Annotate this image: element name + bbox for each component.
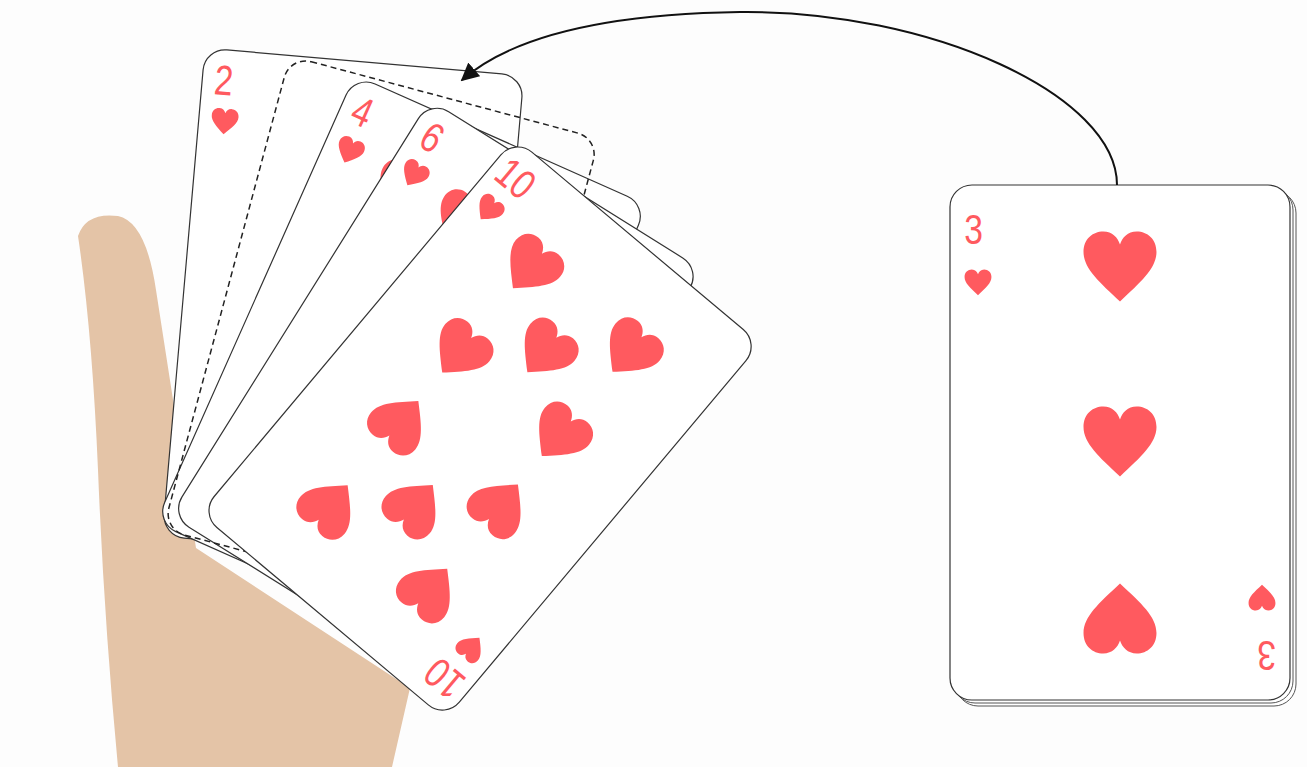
card-rank: 6 <box>413 115 451 161</box>
card-rank: 4 <box>345 89 379 135</box>
card-ten <box>200 138 760 719</box>
card-rank: 3 <box>964 209 983 251</box>
card-three-face: 33 <box>950 185 1290 700</box>
card-three <box>950 185 1296 706</box>
card-rank: 10 <box>488 151 544 207</box>
card-two-face: 2 <box>162 48 523 564</box>
card-rank: 10 <box>417 650 473 706</box>
card-rank: 2 <box>212 59 234 102</box>
move-arrow <box>462 12 1117 185</box>
card-rank: 3 <box>1258 634 1277 676</box>
